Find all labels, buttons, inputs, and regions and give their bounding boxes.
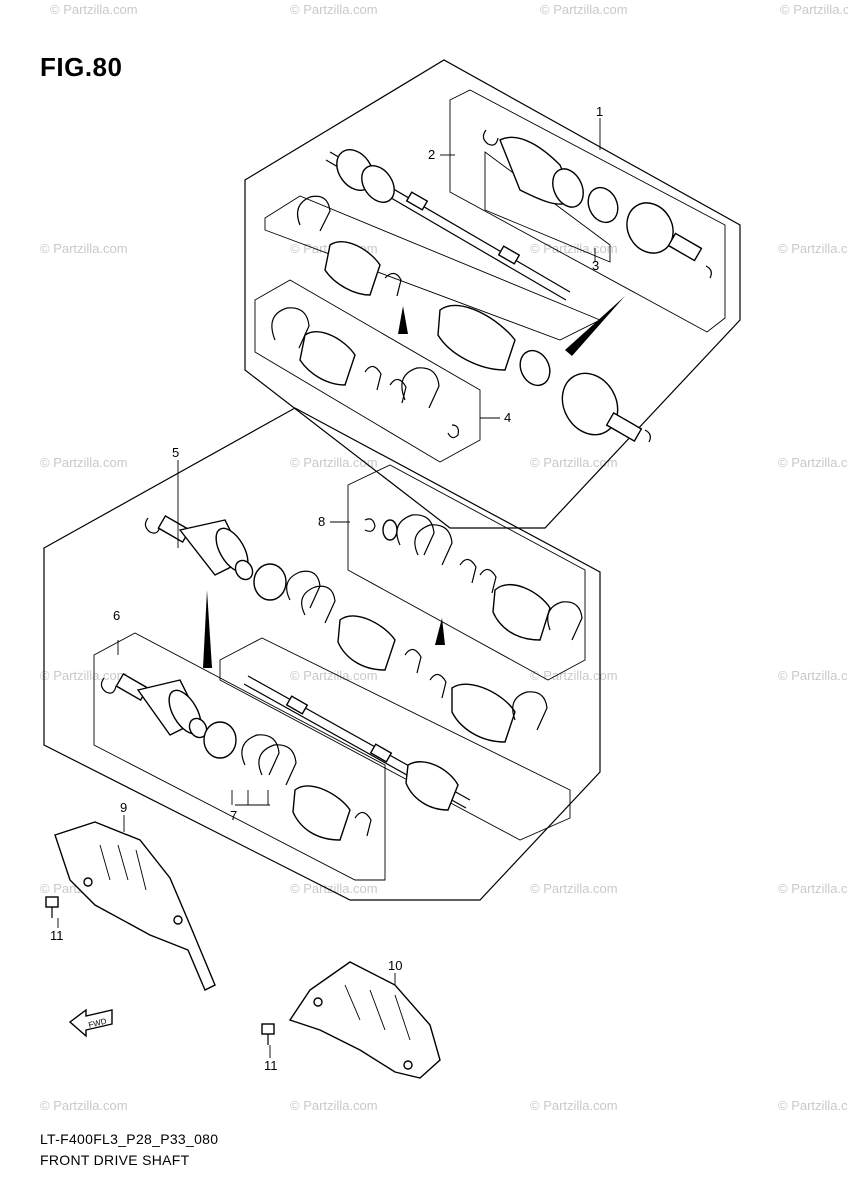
- watermark-text: © Partzilla.com: [40, 241, 128, 256]
- kit-1-frame: [449, 89, 726, 333]
- figure-title: FIG.80: [40, 52, 123, 82]
- kit-6-frame: [93, 632, 386, 881]
- watermark-text: © Partzilla.com: [290, 668, 378, 683]
- watermark-text: © Partzilla.com: [40, 668, 128, 683]
- watermark-text: © Partzilla.com: [40, 455, 128, 470]
- callout-11: 11: [264, 1058, 278, 1073]
- callout-8: 8: [318, 514, 325, 529]
- upper-outer-joint: [482, 129, 712, 279]
- callout-11: 11: [50, 928, 64, 943]
- pointer-triangle: [435, 618, 445, 645]
- watermark-text: © Partzilla.com: [530, 1098, 618, 1113]
- watermark-text: © Partzilla.com: [778, 241, 848, 256]
- kit-8-frame: [347, 464, 586, 681]
- lower-drive-shaft: [243, 673, 548, 811]
- watermark-text: © Partzilla.com: [530, 881, 618, 896]
- callout-3: 3: [592, 258, 599, 273]
- callout-9: 9: [120, 800, 127, 815]
- callout-2: 2: [428, 147, 435, 162]
- watermark-text: © Partzilla.com: [290, 2, 378, 17]
- watermark-text: © Partzilla.com: [50, 2, 138, 17]
- watermark-text: © Partzilla.com: [290, 881, 378, 896]
- callout-1: 1: [596, 104, 603, 119]
- watermark-text: © Partzilla.com: [530, 241, 618, 256]
- callout-6: 6: [113, 608, 120, 623]
- callout-leaders: [57, 118, 601, 1058]
- watermark-text: © Partzilla.com: [778, 668, 848, 683]
- drawing-code: LT-F400FL3_P28_P33_080: [40, 1131, 219, 1147]
- pointer-triangle: [203, 590, 212, 668]
- callout-numbers: 1 2 3 4 5 8 6 7 9 10 11 11: [50, 104, 603, 1073]
- watermark-text: © Partzilla.com: [778, 1098, 848, 1113]
- kit-4-frame: [254, 279, 481, 463]
- callout-10: 10: [388, 958, 402, 973]
- watermark-text: © Partzilla.com: [540, 2, 628, 17]
- watermark-text: © Partzilla.com: [530, 668, 618, 683]
- pointer-triangle: [398, 306, 408, 334]
- watermark-text: © Partzilla.com: [778, 455, 848, 470]
- boot-kit-frame-upper: [264, 195, 602, 341]
- lower-inner-joint: [144, 514, 422, 674]
- kit-4-contents: [271, 307, 459, 439]
- watermark-text: © Partzilla.com: [780, 2, 848, 17]
- fwd-arrow-icon: FWD: [68, 1008, 113, 1038]
- pointer-triangle: [565, 296, 625, 356]
- upper-drive-shaft: [325, 149, 571, 301]
- watermark-layer: © Partzilla.com © Partzilla.com © Partzi…: [40, 2, 848, 1113]
- upper-boot-kit: [297, 195, 651, 443]
- watermark-text: © Partzilla.com: [290, 1098, 378, 1113]
- drawing-title: FRONT DRIVE SHAFT: [40, 1152, 190, 1168]
- lower-shaft-frame: [219, 637, 571, 841]
- assembly-5-frame: [43, 407, 601, 901]
- watermark-text: © Partzilla.com: [290, 455, 378, 470]
- kit-6-contents: [100, 672, 372, 841]
- kit-8-contents: [364, 514, 583, 641]
- skid-plate-10: [261, 961, 441, 1079]
- skid-plate-9: [45, 821, 216, 991]
- watermark-text: © Partzilla.com: [778, 881, 848, 896]
- callout-5: 5: [172, 445, 179, 460]
- watermark-text: © Partzilla.com: [530, 455, 618, 470]
- watermark-text: © Partzilla.com: [40, 1098, 128, 1113]
- assembly-2-frame: [244, 59, 741, 529]
- callout-4: 4: [504, 410, 511, 425]
- callout-7: 7: [230, 808, 237, 823]
- kit-3-frame: [484, 151, 611, 263]
